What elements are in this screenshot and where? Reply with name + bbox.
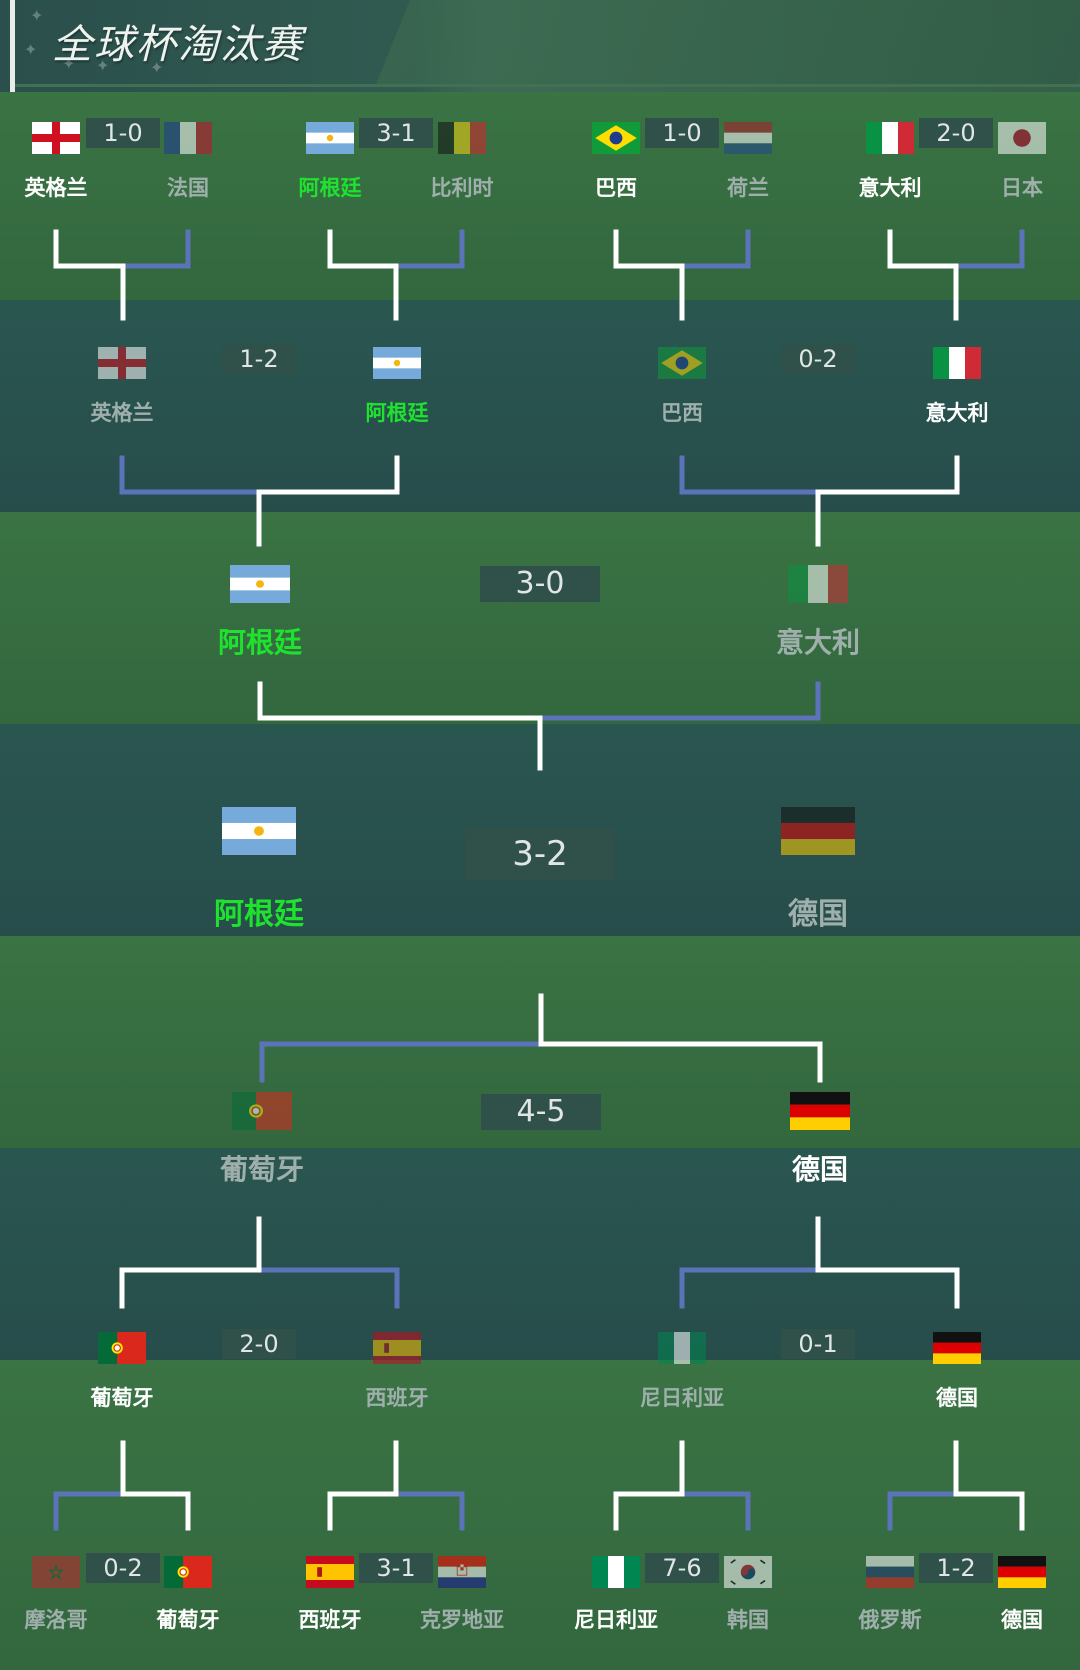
flag-brazil-icon [658,347,706,379]
flag-germany-icon [790,1092,850,1130]
flag-argentina-icon [230,565,290,603]
flag-croatia-icon [438,1556,486,1588]
flag-nigeria-icon [658,1332,706,1364]
flag-netherlands-icon [724,122,772,154]
team-name-home[interactable]: 英格兰 [24,175,88,200]
flag-italy-icon [788,565,848,603]
team-name-away[interactable]: 德国 [788,897,848,933]
match-score: 1-2 [222,344,296,374]
team-name-away[interactable]: 葡萄牙 [156,1607,220,1632]
page-header: ✦ ✦ ✦ ✦ ✦ 全球杯淘汰赛 [0,0,1080,92]
flag-belgium-icon [438,122,486,154]
team-name-home[interactable]: 阿根廷 [217,625,303,659]
team-name-home[interactable]: 葡萄牙 [219,1152,305,1186]
flag-portugal-icon [98,1332,146,1364]
flag-france-icon [164,122,212,154]
team-name-away[interactable]: 日本 [1001,175,1043,200]
page-title: 全球杯淘汰赛 [52,22,304,68]
team-name-home[interactable]: 阿根廷 [298,175,362,200]
team-name-home[interactable]: 意大利 [858,175,922,200]
match-score: 1-2 [919,1553,993,1583]
flag-england-icon [32,122,80,154]
flag-brazil-icon [592,122,640,154]
flag-england-icon [98,347,146,379]
flag-argentina-icon [373,347,421,379]
flag-russia-icon [866,1556,914,1588]
flag-italy-icon [933,347,981,379]
flag-argentina-icon [306,122,354,154]
flag-portugal-icon [164,1556,212,1588]
sparkle-icon: ✦ [96,56,110,75]
match-score: 0-2 [781,344,855,374]
match-score: 0-1 [781,1329,855,1359]
flag-italy-icon [866,122,914,154]
team-name-away[interactable]: 西班牙 [365,1385,429,1410]
team-name-home[interactable]: 尼日利亚 [640,1385,724,1410]
band-top-quarter-final [0,300,1080,512]
flag-spain-icon [373,1332,421,1364]
team-name-away[interactable]: 克罗地亚 [420,1607,504,1632]
flag-spain-icon [306,1556,354,1588]
team-name-home[interactable]: 巴西 [595,175,637,200]
team-name-away[interactable]: 荷兰 [727,175,769,200]
sparkle-icon: ✦ [150,58,164,77]
match-score: 1-0 [86,118,160,148]
team-name-home[interactable]: 西班牙 [298,1607,362,1632]
flag-morocco-icon [32,1556,80,1588]
team-name-home[interactable]: 尼日利亚 [574,1607,658,1632]
team-name-away[interactable]: 意大利 [775,625,861,659]
flag-germany-icon [781,807,855,855]
team-name-away[interactable]: 德国 [791,1152,849,1186]
match-score: 3-2 [465,828,615,880]
flag-germany-icon [998,1556,1046,1588]
flag-portugal-icon [232,1092,292,1130]
team-name-home[interactable]: 英格兰 [90,400,154,425]
match-score: 2-0 [222,1329,296,1359]
match-score: 7-6 [645,1553,719,1583]
team-name-home[interactable]: 俄罗斯 [858,1607,922,1632]
team-name-away[interactable]: 阿根廷 [365,400,429,425]
sparkle-icon: ✦ [30,6,44,25]
band-top-semi-final [0,512,1080,724]
band-bottom-round-of-16 [0,1360,1080,1670]
team-name-away[interactable]: 意大利 [925,400,989,425]
match-score: 3-1 [359,1553,433,1583]
flag-korea-icon [724,1556,772,1588]
sparkle-icon: ✦ [62,54,76,73]
match-score: 3-1 [359,118,433,148]
match-score: 2-0 [919,118,993,148]
flag-argentina-icon [222,807,296,855]
team-name-home[interactable]: 摩洛哥 [24,1607,88,1632]
flag-japan-icon [998,122,1046,154]
team-name-home[interactable]: 葡萄牙 [90,1385,154,1410]
flag-germany-icon [933,1332,981,1364]
team-name-away[interactable]: 韩国 [727,1607,769,1632]
match-score: 3-0 [480,566,600,602]
team-name-away[interactable]: 德国 [1001,1607,1043,1632]
team-name-away[interactable]: 德国 [936,1385,978,1410]
band-bottom-quarter-final [0,1148,1080,1360]
team-name-away[interactable]: 法国 [167,175,209,200]
flag-nigeria-icon [592,1556,640,1588]
team-name-home[interactable]: 阿根廷 [214,897,304,933]
sparkle-icon: ✦ [24,40,38,59]
match-score: 1-0 [645,118,719,148]
team-name-away[interactable]: 比利时 [430,175,494,200]
team-name-home[interactable]: 巴西 [661,400,703,425]
match-score: 0-2 [86,1553,160,1583]
match-score: 4-5 [481,1094,601,1130]
